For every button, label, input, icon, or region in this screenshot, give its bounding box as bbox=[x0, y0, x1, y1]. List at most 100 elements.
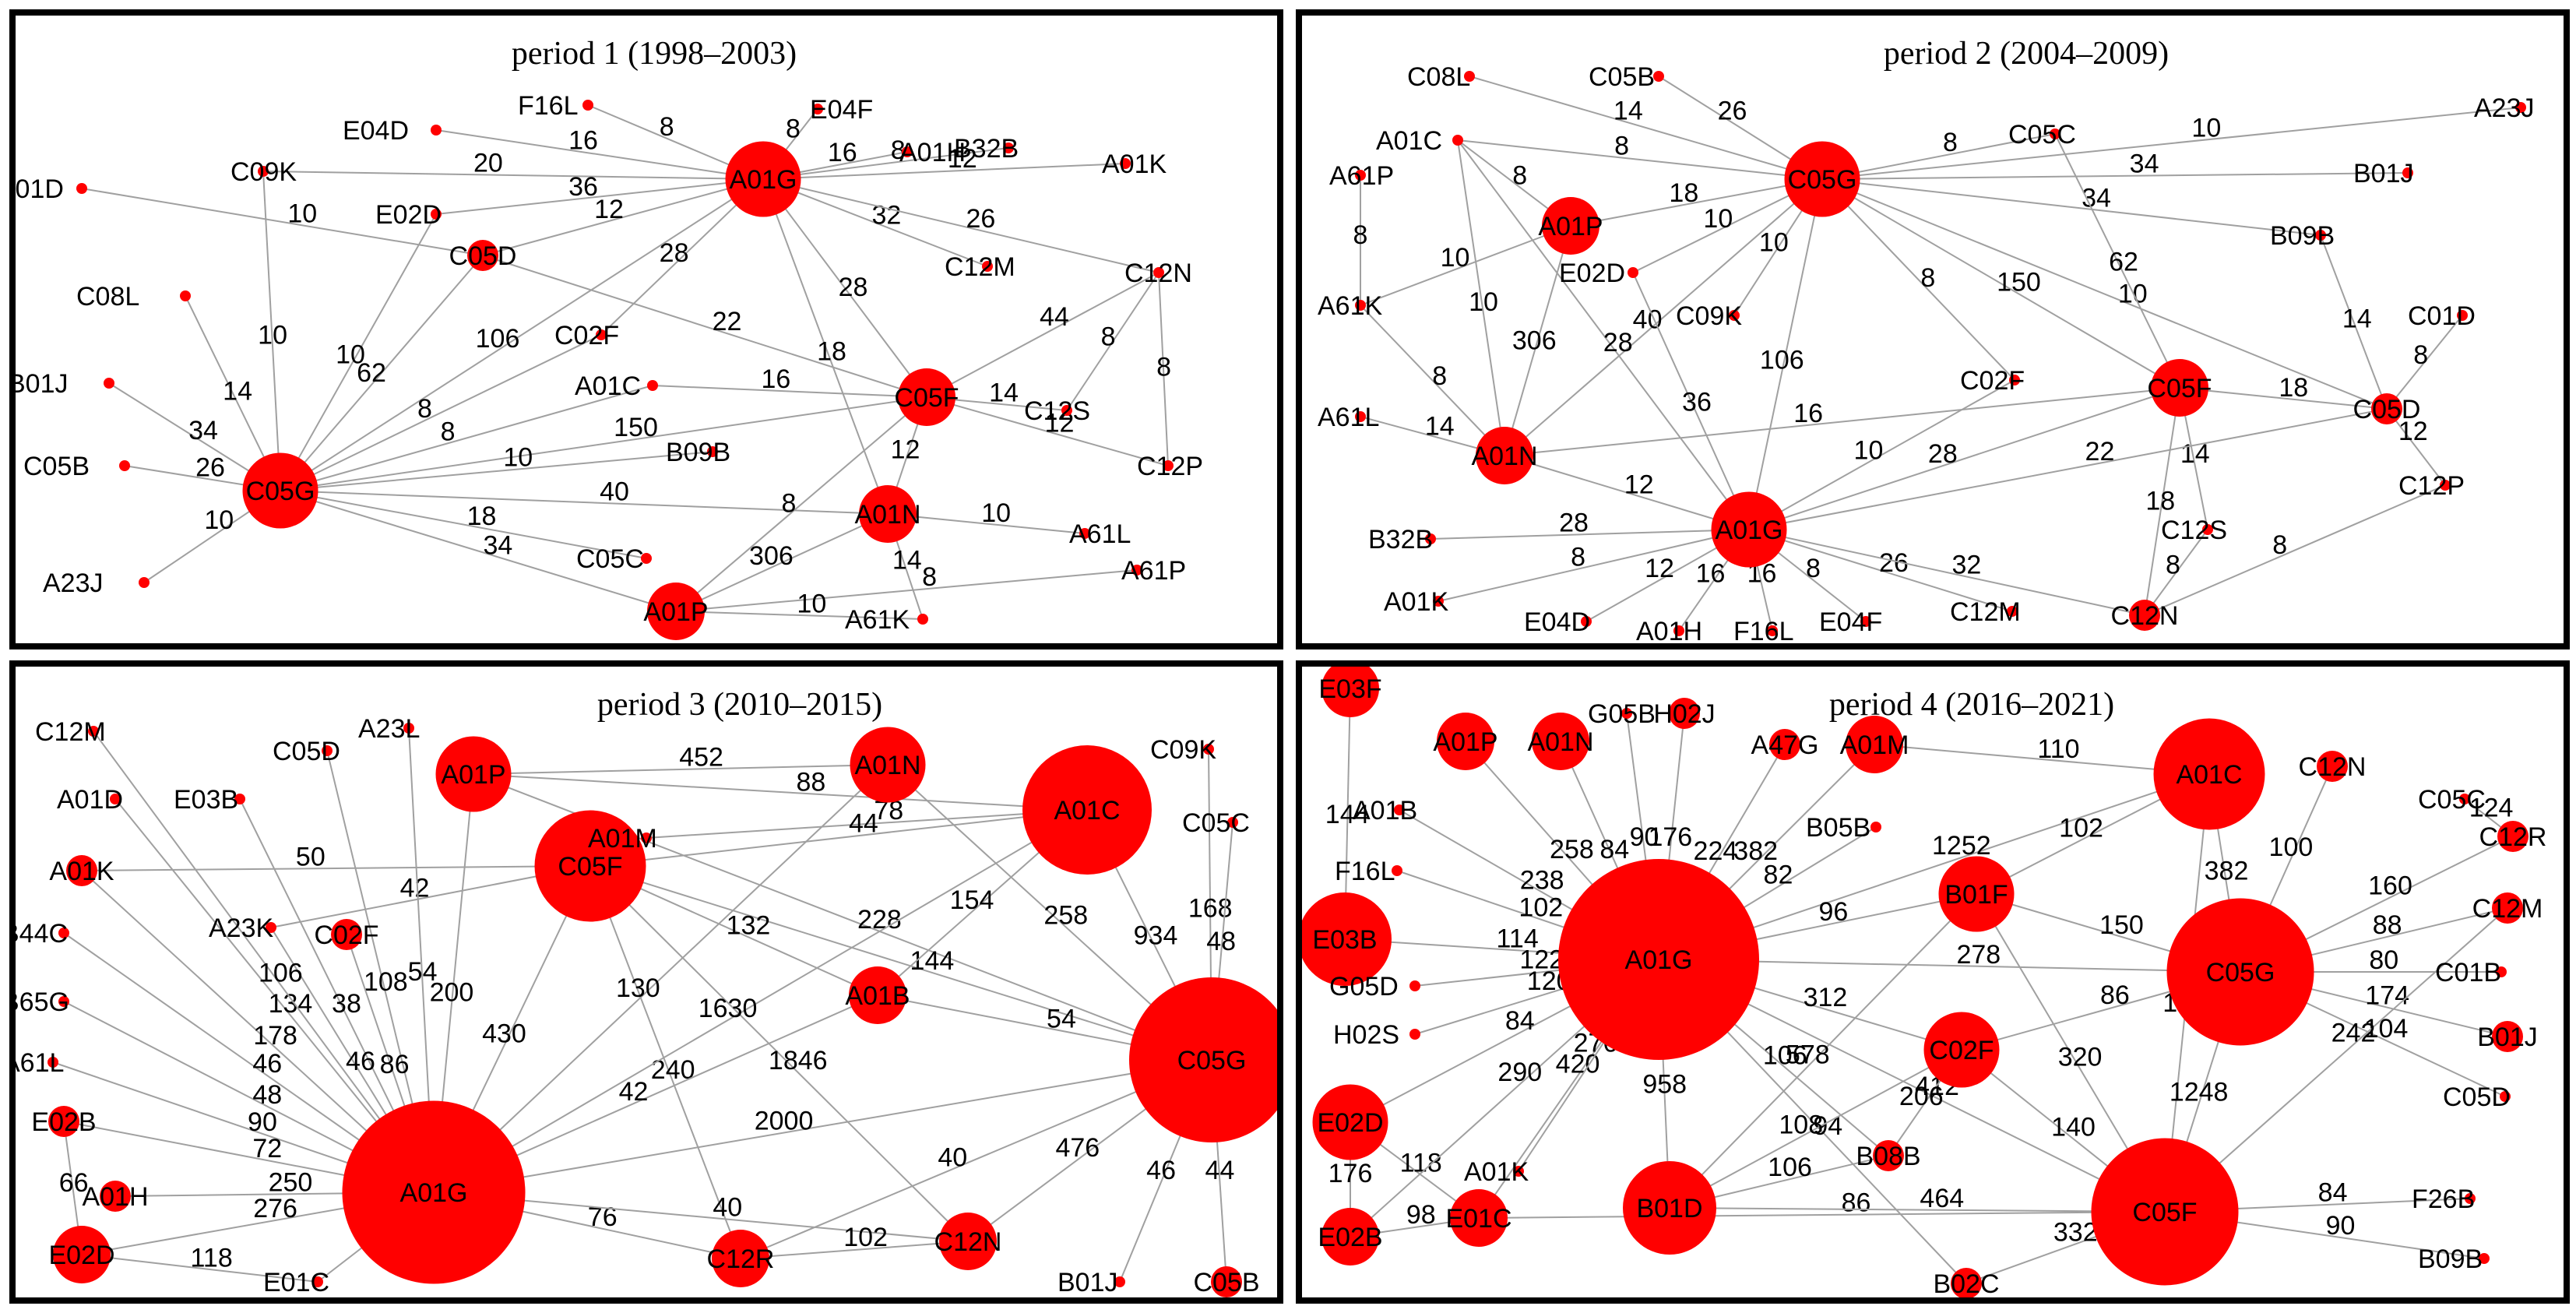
node-A01G bbox=[342, 1100, 526, 1284]
edge-weight-label: 132 bbox=[727, 910, 771, 940]
edge-weight-label: 102 bbox=[843, 1223, 888, 1252]
node-C05G bbox=[242, 452, 318, 529]
edge-weight-label: 44 bbox=[849, 808, 878, 838]
node-C05D bbox=[2371, 393, 2402, 424]
node-E02D bbox=[53, 1226, 111, 1283]
node-label: C12S bbox=[1024, 396, 1090, 426]
node-E04F bbox=[1860, 616, 1871, 627]
nodes-layer bbox=[48, 723, 1277, 1297]
node-label: A01P bbox=[1538, 212, 1603, 241]
edge-C09K-C05G bbox=[262, 171, 281, 491]
edge-C05F-C05D bbox=[2179, 387, 2388, 410]
node-A01C bbox=[1022, 745, 1152, 875]
edge-A01G-C05D bbox=[1748, 408, 2388, 530]
node-B09B bbox=[2479, 1253, 2490, 1264]
node-A01D bbox=[110, 794, 121, 804]
edge-weight-label: 8 bbox=[1353, 220, 1368, 250]
node-label: E02B bbox=[1318, 1223, 1382, 1252]
node-F16L bbox=[582, 100, 593, 111]
node-C05G bbox=[1784, 141, 1860, 217]
edge-weight-label: 240 bbox=[651, 1055, 695, 1085]
node-A01P bbox=[435, 736, 512, 812]
edge-weight-label: 22 bbox=[2085, 437, 2115, 466]
node-C12M bbox=[2492, 892, 2523, 924]
node-A23J bbox=[139, 577, 150, 588]
edge-weight-label: 28 bbox=[1603, 328, 1633, 357]
node-E02D bbox=[431, 209, 442, 220]
node-label: F16L bbox=[1335, 857, 1395, 886]
node-C12P bbox=[1163, 460, 1174, 471]
edge-weight-label: 144 bbox=[1325, 800, 1370, 829]
node-label: B08B bbox=[1856, 1142, 1920, 1171]
node-label: C08L bbox=[1407, 62, 1470, 92]
edge-C05G-B01J bbox=[1821, 172, 2409, 180]
node-A01K bbox=[66, 855, 97, 886]
node-B01J bbox=[2402, 167, 2413, 178]
edge-weight-label: 140 bbox=[2051, 1112, 2096, 1142]
node-label: E02D bbox=[1317, 1108, 1383, 1138]
edge-weight-label: 90 bbox=[1630, 822, 1659, 852]
node-label: A01N bbox=[1471, 442, 1537, 471]
node-A01N bbox=[1476, 427, 1533, 484]
edge-A01C-A01N bbox=[1457, 139, 1505, 456]
edge-C05G-C08L bbox=[1469, 76, 1823, 180]
edge-weight-label: 34 bbox=[2130, 150, 2159, 179]
edge-weight-label: 32 bbox=[1951, 551, 1981, 580]
node-label: C02F bbox=[1929, 1036, 1994, 1065]
edge-weight-label: 84 bbox=[2318, 1178, 2348, 1208]
edge-weight-label: 48 bbox=[252, 1080, 282, 1110]
edge-A01P-A01N bbox=[473, 764, 889, 775]
edge-weight-label: 134 bbox=[269, 989, 313, 1019]
node-A01K bbox=[1513, 1166, 1524, 1177]
node-label: B09B bbox=[2418, 1244, 2483, 1274]
edge-weight-label: 26 bbox=[1718, 96, 1747, 125]
edge-E02D-C05G bbox=[280, 213, 437, 491]
node-label: A61L bbox=[1069, 519, 1131, 549]
node-label: F26B bbox=[2412, 1185, 2475, 1214]
edge-weight-label: 14 bbox=[2342, 304, 2372, 334]
node-label: C05G bbox=[1177, 1046, 1247, 1075]
edge-weight-label: 66 bbox=[59, 1168, 89, 1198]
node-label: A01C bbox=[2176, 760, 2242, 790]
edge-weight-label: 206 bbox=[1899, 1082, 1944, 1111]
node-label: E01C bbox=[1445, 1204, 1511, 1234]
node-C05C bbox=[1227, 817, 1238, 828]
node-label: E02D bbox=[1559, 259, 1625, 288]
edge-weight-label: 12 bbox=[1624, 470, 1654, 499]
node-C02F bbox=[596, 329, 607, 340]
edge-weight-label: 250 bbox=[269, 1167, 313, 1197]
node-label: C12M bbox=[945, 252, 1015, 282]
node-label: A01H bbox=[1636, 617, 1702, 643]
edge-A01G-B32B bbox=[1430, 529, 1750, 540]
node-E04D bbox=[431, 125, 442, 136]
edge-A01N-A01P bbox=[675, 513, 889, 612]
edge-C05D-C05F bbox=[482, 255, 927, 398]
edge-B09B-C05D bbox=[2320, 234, 2388, 410]
node-label: B01D bbox=[1636, 1194, 1702, 1223]
edge-C12P-C12N bbox=[2144, 484, 2446, 616]
node-C12M bbox=[88, 726, 99, 737]
edge-weight-label: 278 bbox=[1956, 940, 2001, 970]
edge-weight-label: 86 bbox=[1842, 1188, 1871, 1218]
edge-C05C-C05F bbox=[2054, 133, 2180, 389]
edge-weight-label: 2000 bbox=[755, 1107, 814, 1136]
node-A47G bbox=[1769, 729, 1800, 760]
edge-weight-label: 22 bbox=[713, 307, 742, 336]
node-label: B01F bbox=[1944, 880, 2008, 910]
edge-weight-label: 106 bbox=[259, 959, 303, 988]
edge-weight-label: 382 bbox=[1733, 836, 1778, 866]
edge-weight-label: 578 bbox=[1786, 1040, 1830, 1070]
node-label: A01C bbox=[1376, 126, 1442, 156]
node-A01C bbox=[2153, 718, 2265, 830]
edge-weight-label: 36 bbox=[568, 172, 598, 202]
node-C05F bbox=[2091, 1138, 2239, 1286]
edge-weight-label: 18 bbox=[467, 502, 497, 531]
node-C05C bbox=[641, 553, 652, 564]
edge-weight-label: 150 bbox=[1997, 267, 2041, 297]
edge-weight-label: 106 bbox=[476, 324, 520, 354]
edge-C12S-C12N bbox=[2144, 529, 2208, 616]
node-A01G bbox=[725, 141, 801, 217]
edge-weight-label: 332 bbox=[2053, 1217, 2098, 1247]
edge-A01G-C05F bbox=[762, 178, 927, 398]
edge-C12N-C12P bbox=[1158, 272, 1169, 466]
